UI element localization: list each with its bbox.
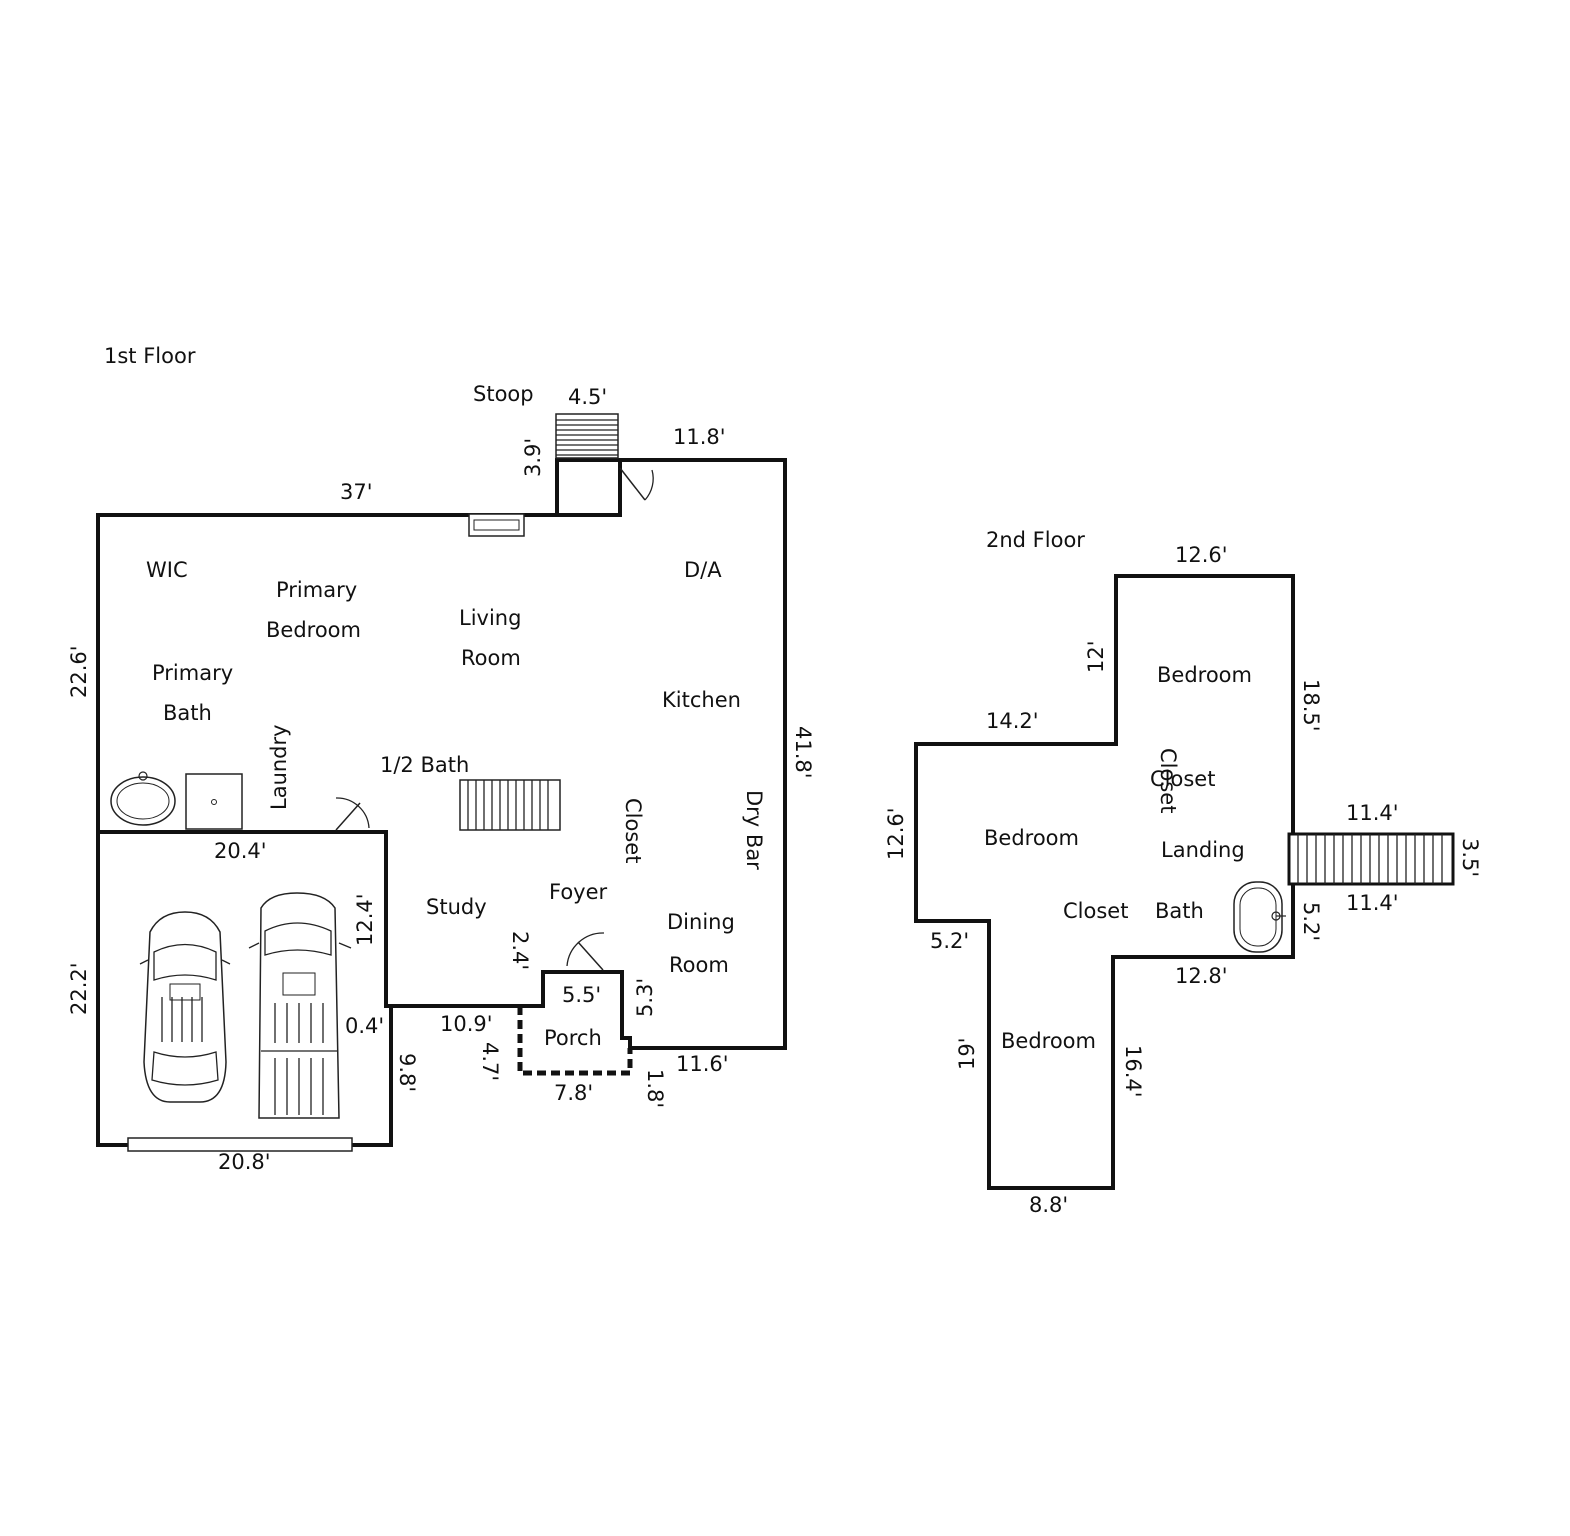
fireplace-symbol xyxy=(468,513,525,537)
car-icon xyxy=(139,911,231,1103)
dim-top-left: 37' xyxy=(340,480,373,504)
second-floor-title: 2nd Floor xyxy=(986,528,1085,552)
washer-icon xyxy=(185,773,243,830)
dim-porch-left: 4.7' xyxy=(478,1042,502,1081)
truck-icon xyxy=(248,892,352,1119)
room-label-da: D/A xyxy=(684,558,722,582)
dim-step-jog: 1.8' xyxy=(643,1069,667,1108)
dim-foyer-jog: 2.4' xyxy=(508,931,532,970)
room-label-closet-horizontal: Closet xyxy=(1150,767,1215,791)
foyer-door-swing xyxy=(566,932,605,971)
dim-right: 41.8' xyxy=(791,726,815,779)
garage-door xyxy=(127,1137,353,1152)
dim-2f-left-step: 5.2' xyxy=(930,929,969,953)
dim-study-bottom: 10.9' xyxy=(440,1012,493,1036)
dim-garage-left: 22.2' xyxy=(67,962,91,1015)
dim-2f-stair-end: 3.5' xyxy=(1458,838,1482,877)
room-label-closet-lower: Closet xyxy=(1063,899,1128,923)
room-label-landing: Landing xyxy=(1161,838,1245,862)
dim-top-right: 11.8' xyxy=(673,425,726,449)
sink-icon xyxy=(110,771,176,826)
dim-2f-left-side: 12.6' xyxy=(884,807,908,860)
dim-2f-stair-bottom: 11.4' xyxy=(1346,891,1399,915)
dim-garage-top: 20.4' xyxy=(214,839,267,863)
bathtub-icon xyxy=(1233,881,1286,953)
stoop-vestibule-outline xyxy=(557,460,622,517)
garage-outline xyxy=(96,832,393,1147)
porch-outline xyxy=(517,1006,633,1076)
room-label-bedroom-left: Bedroom xyxy=(984,826,1079,850)
dim-garage-jog: 0.4' xyxy=(345,1014,384,1038)
room-label-living-room-line1: Living xyxy=(459,606,521,630)
dim-stoop-depth: 3.9' xyxy=(521,438,545,477)
room-label-dry-bar: Dry Bar xyxy=(742,790,766,870)
dim-stoop-width: 4.5' xyxy=(568,385,607,409)
first-floor-main-outline xyxy=(96,458,787,1050)
room-label-bedroom-top: Bedroom xyxy=(1157,663,1252,687)
room-label-half-bath: 1/2 Bath xyxy=(380,753,469,777)
room-label-dining-room-line1: Dining xyxy=(667,910,735,934)
dim-porch-top: 5.5' xyxy=(562,983,601,1007)
room-label-closet-vertical: Closet xyxy=(1156,748,1180,813)
dim-2f-stair-top: 11.4' xyxy=(1346,801,1399,825)
dim-2f-bottom-left: 19' xyxy=(955,1038,979,1071)
first-floor: 1st Floor xyxy=(67,344,815,1174)
room-label-primary-bedroom-line1: Primary xyxy=(276,578,357,602)
room-label-closet: Closet xyxy=(621,798,645,863)
room-label-bath: Bath xyxy=(1155,899,1204,923)
dim-dining-bottom: 11.6' xyxy=(676,1052,729,1076)
room-label-wic: WIC xyxy=(146,558,188,582)
dim-2f-top: 12.6' xyxy=(1175,543,1228,567)
laundry-door-swing xyxy=(335,797,370,831)
second-floor: 2nd Floor Bedroom Closet Closet Bedroom … xyxy=(884,528,1482,1217)
room-label-kitchen: Kitchen xyxy=(662,688,741,712)
room-label-dining-room-line2: Room xyxy=(669,953,729,977)
dim-garage-inner: 12.4' xyxy=(353,893,377,946)
dim-2f-right-lower: 5.2' xyxy=(1299,902,1323,941)
dim-garage-bottom: 20.8' xyxy=(218,1150,271,1174)
dim-2f-right-bottom-top: 12.8' xyxy=(1175,964,1228,988)
dim-2f-left-top: 14.2' xyxy=(986,709,1039,733)
room-label-study: Study xyxy=(426,895,487,919)
entry-door-swing xyxy=(619,467,654,501)
room-label-living-room-line2: Room xyxy=(461,646,521,670)
dim-2f-upper-left: 12' xyxy=(1084,641,1108,674)
dim-garage-right: 9.8' xyxy=(395,1053,419,1092)
room-label-laundry: Laundry xyxy=(267,724,291,810)
dim-left-upper: 22.6' xyxy=(67,645,91,698)
room-label-bedroom-bottom: Bedroom xyxy=(1001,1029,1096,1053)
room-label-primary-bath-line2: Bath xyxy=(163,701,212,725)
room-label-foyer: Foyer xyxy=(549,880,608,904)
dim-2f-right-upper: 18.5' xyxy=(1299,679,1323,732)
dim-porch-bottom: 7.8' xyxy=(554,1081,593,1105)
dim-2f-bottom-right: 16.4' xyxy=(1121,1045,1145,1098)
dim-porch-right: 5.3' xyxy=(633,978,657,1017)
dim-2f-bottom: 8.8' xyxy=(1029,1193,1068,1217)
interior-stairs xyxy=(459,779,561,831)
exterior-stairs xyxy=(1287,832,1455,886)
room-label-primary-bedroom-line2: Bedroom xyxy=(266,618,361,642)
room-label-primary-bath-line1: Primary xyxy=(152,661,233,685)
second-floor-outline xyxy=(914,574,1295,1190)
room-label-porch: Porch xyxy=(544,1026,602,1050)
stoop-steps xyxy=(555,413,619,459)
first-floor-title: 1st Floor xyxy=(104,344,196,368)
room-label-stoop: Stoop xyxy=(473,382,534,406)
